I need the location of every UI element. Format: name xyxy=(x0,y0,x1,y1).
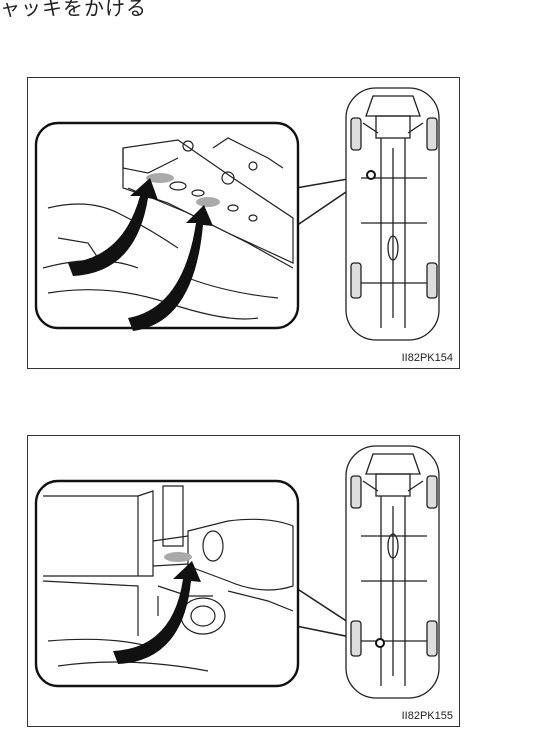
front-jack-point-illustration xyxy=(34,87,440,341)
figure-code: II82PK154 xyxy=(401,352,453,364)
rear-jack-point-illustration xyxy=(34,445,440,699)
jack-point-arrows xyxy=(68,178,213,331)
jack-point-spot-1 xyxy=(146,173,174,183)
jack-point-spot xyxy=(164,552,192,562)
detail-callout-box xyxy=(34,479,300,688)
page-heading-fragment: ャッキをかける xyxy=(0,0,147,20)
jack-point-marker xyxy=(375,638,385,648)
jack-point-spot-2 xyxy=(196,197,220,207)
jack-point-marker xyxy=(366,170,376,180)
vehicle-underside-diagram xyxy=(345,445,440,699)
frame-rail-detail xyxy=(42,137,294,320)
figure-code: II82PK155 xyxy=(401,710,453,722)
figure-rear-jack-point: II82PK155 xyxy=(27,435,460,727)
figure-front-jack-point: II82PK154 xyxy=(27,77,460,369)
jack-point-arrow xyxy=(113,561,201,664)
vehicle-underside-diagram xyxy=(345,87,440,341)
